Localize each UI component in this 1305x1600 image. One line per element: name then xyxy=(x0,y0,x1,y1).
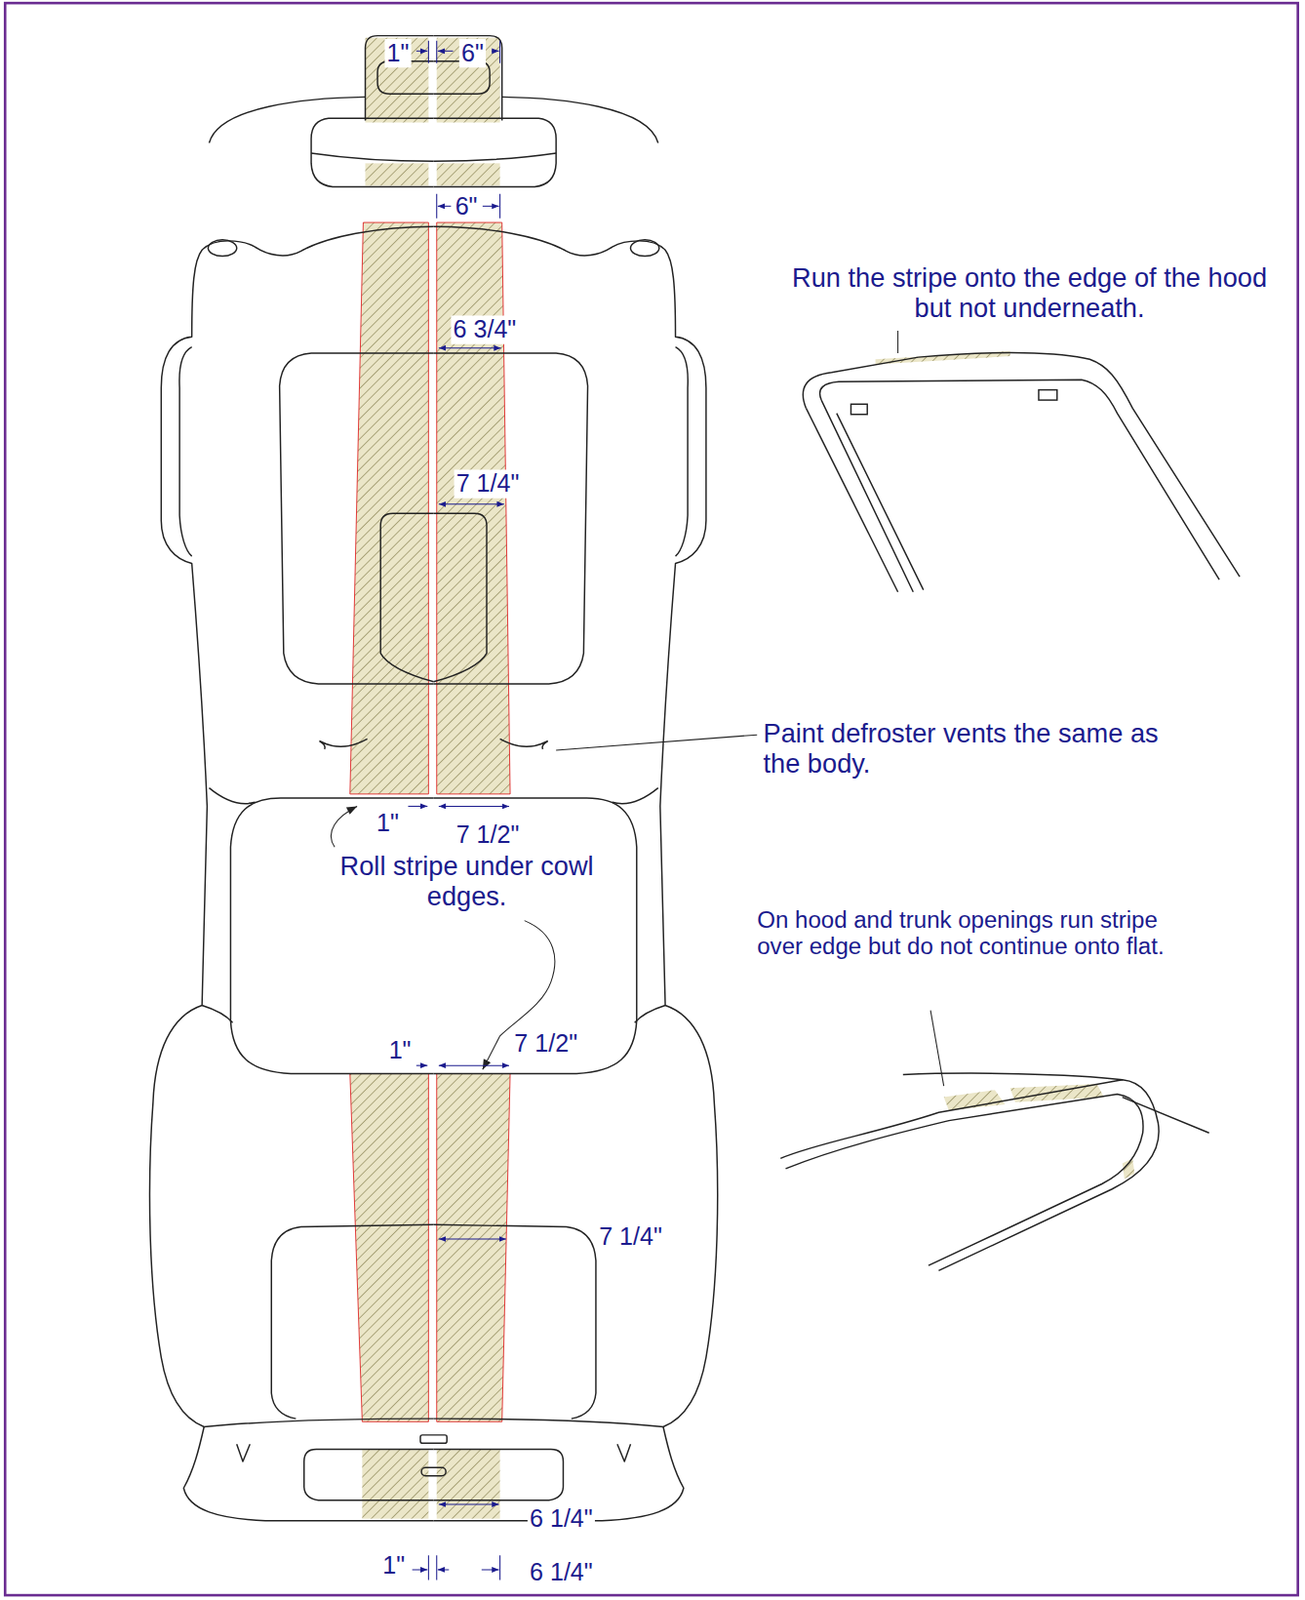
dimension-line xyxy=(491,50,499,52)
hood-edge-detail xyxy=(802,330,1240,593)
dimension-line xyxy=(437,1568,450,1570)
trunk-edge-detail xyxy=(780,1010,1209,1271)
hood-inner xyxy=(820,379,1221,580)
dimension-line xyxy=(438,347,502,349)
stripe xyxy=(436,162,501,186)
grille xyxy=(365,36,435,121)
headlight xyxy=(207,239,237,257)
latch xyxy=(420,1434,447,1443)
valance-line xyxy=(311,153,435,161)
dimension-line xyxy=(438,1065,510,1067)
dimension-label: 6 1/4" xyxy=(527,1557,595,1586)
dimension-label: 7 1/4" xyxy=(454,469,522,498)
leader-line xyxy=(897,330,899,354)
racing-stripes xyxy=(350,38,511,1519)
tail-panel xyxy=(304,1449,435,1501)
note-text: Roll stripe under cowl edges. xyxy=(324,850,610,912)
dimension-line xyxy=(438,1502,500,1504)
dimension-label: 6 1/4" xyxy=(527,1503,595,1533)
stripe xyxy=(350,1073,430,1423)
dimension-line xyxy=(481,1568,500,1570)
hinge xyxy=(850,403,868,414)
leader-line xyxy=(555,734,757,751)
car-half xyxy=(434,36,718,1521)
fender-line xyxy=(179,347,193,556)
trunk-inner xyxy=(786,1093,1144,1266)
dimension-label: 6" xyxy=(453,192,480,221)
leader-line xyxy=(930,1010,945,1086)
dimension-label: 7 1/2" xyxy=(454,820,522,849)
body-side xyxy=(149,226,434,1426)
stripe xyxy=(365,38,430,123)
dimension-label: 1" xyxy=(387,1035,414,1065)
dimension-line xyxy=(482,205,500,207)
stripe xyxy=(436,1073,511,1423)
car-half xyxy=(149,36,434,1521)
dimension-label: 6 3/4" xyxy=(450,315,518,344)
page-border xyxy=(4,2,1298,1595)
dimension-label: 7 1/2" xyxy=(512,1028,580,1058)
note-text: Paint defroster vents the same as the bo… xyxy=(760,717,1168,780)
stripe xyxy=(944,1089,1006,1110)
hood xyxy=(279,353,435,684)
dimension-label: 7 1/4" xyxy=(596,1222,665,1251)
stripe xyxy=(365,162,430,186)
cockpit xyxy=(230,797,434,1073)
dimension-line xyxy=(412,1568,429,1570)
dimension-line xyxy=(438,805,510,807)
dimension-label: 1" xyxy=(374,808,401,837)
door-line xyxy=(201,788,255,1024)
note-text: On hood and trunk openings run stripe ov… xyxy=(754,906,1193,960)
dimension-lines xyxy=(407,40,510,1581)
dimension-line xyxy=(407,805,428,807)
hood-outer xyxy=(802,353,1240,577)
tail-light xyxy=(237,1443,251,1462)
note-text: Run the stripe onto the edge of the hood… xyxy=(788,263,1272,325)
stripe xyxy=(350,222,430,794)
stripe xyxy=(1010,1083,1105,1103)
dimension-line xyxy=(416,1065,429,1067)
front-bumper xyxy=(208,96,365,143)
stripe xyxy=(361,1449,429,1519)
stripe xyxy=(436,222,511,794)
hood-inner xyxy=(821,399,924,593)
trunk-outer xyxy=(780,1079,1159,1271)
handle xyxy=(421,1466,446,1475)
dimension-label: 6" xyxy=(459,39,486,68)
defroster-vent xyxy=(318,738,367,749)
car-outline xyxy=(149,36,717,1521)
hood-scoop xyxy=(380,513,434,682)
dimension-line xyxy=(438,503,505,505)
extension-line xyxy=(428,1554,500,1580)
dimension-label: 1" xyxy=(384,39,411,68)
dimension-line xyxy=(438,1237,507,1239)
front-valance xyxy=(311,118,435,187)
leader-arrow xyxy=(330,805,357,847)
dimension-line xyxy=(437,50,454,52)
hinge xyxy=(1038,390,1058,400)
dimension-label: 1" xyxy=(380,1550,407,1580)
trunk-lid xyxy=(271,1224,434,1419)
dimension-line xyxy=(416,50,429,52)
dimension-line xyxy=(437,205,452,207)
stripe xyxy=(436,1449,501,1519)
hood-outer xyxy=(805,407,898,592)
rear-bumper xyxy=(183,1425,434,1520)
